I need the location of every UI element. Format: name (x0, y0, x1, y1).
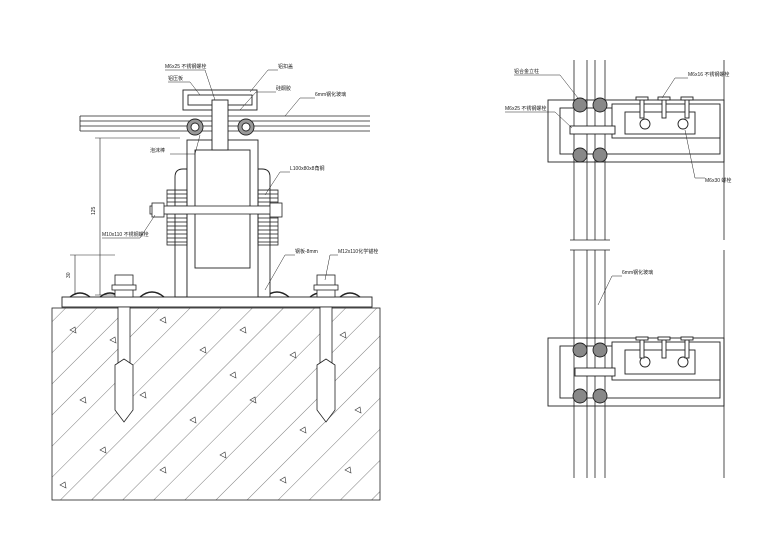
base-plate (61, 296, 373, 308)
label-bolt-top: M6x25 不锈钢螺栓 (165, 63, 206, 70)
dim-small: 30 (66, 272, 72, 278)
dimension-lines (70, 137, 180, 296)
coil-left (166, 189, 188, 246)
label-c: 硅酮胶 (276, 85, 291, 92)
label-anchor: M12x110化学锚栓 (338, 248, 378, 255)
label-angle: L100x80x8角钢 (290, 165, 324, 172)
label-d: 泡沫棒 (150, 147, 165, 154)
coil-right (257, 189, 279, 246)
right-verticals (570, 60, 725, 478)
right-leaders (505, 74, 705, 306)
left-leaders (102, 69, 338, 291)
label-bolt-low: M6x30 螺栓 (705, 177, 731, 184)
right-detail: 铝合金立柱 M6x25 不锈钢螺栓 M6x16 不锈钢螺栓 M6x30 螺栓 6… (505, 60, 731, 478)
dim-height: 125 (91, 206, 97, 215)
label-b: 铝扣盖 (278, 63, 293, 70)
label-top-left: 铝合金立柱 (514, 68, 539, 75)
left-detail: 125 30 M6x25 不锈钢螺栓 铝压板 铝扣盖 硅酮胶 6mm钢化玻璃 泡… (51, 63, 381, 501)
label-a: 铝压板 (168, 75, 183, 82)
label-glass: 6mm钢化玻璃 (315, 91, 346, 98)
upper-joint (547, 96, 725, 163)
label-plate: 钢板-8mm (295, 248, 318, 255)
label-bolt-top-right: M6x16 不锈钢螺栓 (688, 71, 729, 78)
steel-bracket (174, 139, 271, 298)
anchor-bolt-left (111, 274, 137, 423)
lower-joint (547, 336, 725, 407)
label-bolt-side: M6x25 不锈钢螺栓 (505, 105, 546, 112)
label-glass-right: 6mm钢化玻璃 (622, 269, 653, 276)
weld-beads (69, 291, 361, 298)
anchor-bolt-right (313, 274, 339, 423)
cap-profile (182, 89, 258, 151)
label-bolt-mid: M10x110 不锈钢螺栓 (102, 231, 149, 238)
through-bolt (149, 202, 283, 218)
